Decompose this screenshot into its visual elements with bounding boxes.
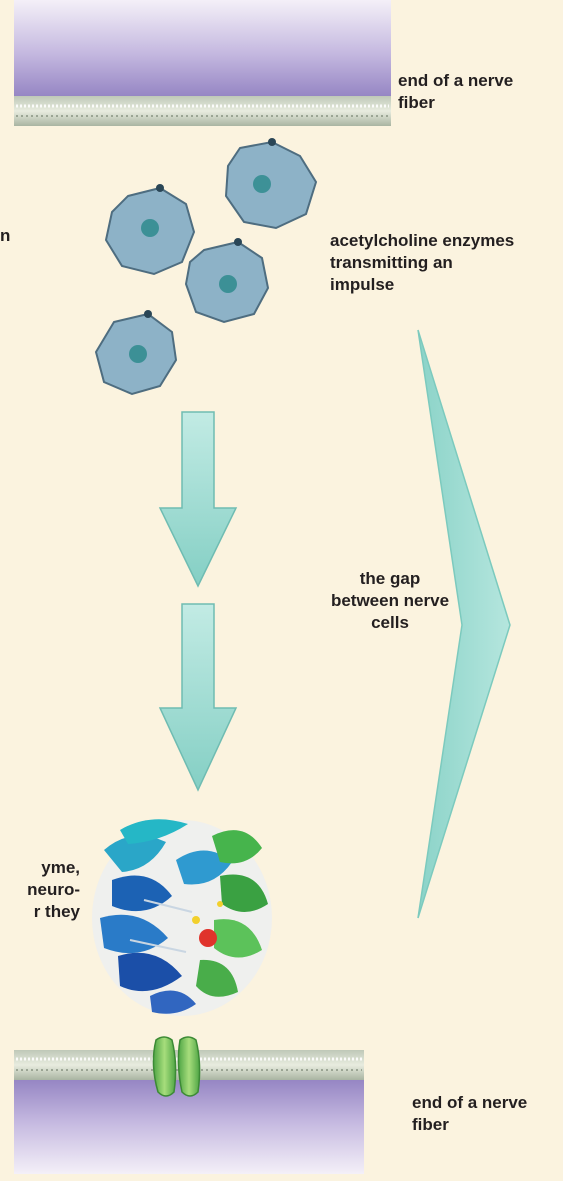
gap-label-line: the gap bbox=[360, 569, 420, 588]
enzymes-label-line: acetylcholine enzymes bbox=[330, 231, 514, 250]
gap-label: the gap between nerve cells bbox=[305, 568, 475, 634]
top-fiber-label: end of a nerve fiber bbox=[398, 70, 558, 114]
top-fiber-label-line: end of a nerve bbox=[398, 71, 513, 90]
top-nerve-fiber-icon bbox=[14, 0, 391, 126]
bottom-fiber-label: end of a nerve fiber bbox=[412, 1092, 562, 1136]
acetylcholine-enzymes-icon bbox=[96, 142, 316, 394]
bottom-fiber-label-line: end of a nerve bbox=[412, 1093, 527, 1112]
left-bottom-fragment-label: yme, neuro- r they bbox=[0, 857, 80, 923]
gap-label-line: cells bbox=[371, 613, 409, 632]
left-bottom-fragment-line: neuro- bbox=[0, 879, 80, 901]
gap-label-line: between nerve bbox=[331, 591, 449, 610]
left-top-fragment-label: n bbox=[0, 225, 20, 247]
left-bottom-fragment-line: r they bbox=[0, 901, 80, 923]
acetylcholinesterase-structure-icon bbox=[92, 819, 272, 1016]
left-bottom-fragment-line: yme, bbox=[0, 857, 80, 879]
down-arrow-icon bbox=[160, 412, 236, 586]
left-top-fragment-line: n bbox=[0, 226, 10, 245]
enzymes-label: acetylcholine enzymes transmitting an im… bbox=[330, 230, 563, 296]
enzymes-label-line: transmitting an bbox=[330, 253, 453, 272]
enzymes-label-line: impulse bbox=[330, 275, 394, 294]
top-fiber-label-line: fiber bbox=[398, 93, 435, 112]
bottom-fiber-label-line: fiber bbox=[412, 1115, 449, 1134]
down-arrow-icon bbox=[160, 604, 236, 790]
